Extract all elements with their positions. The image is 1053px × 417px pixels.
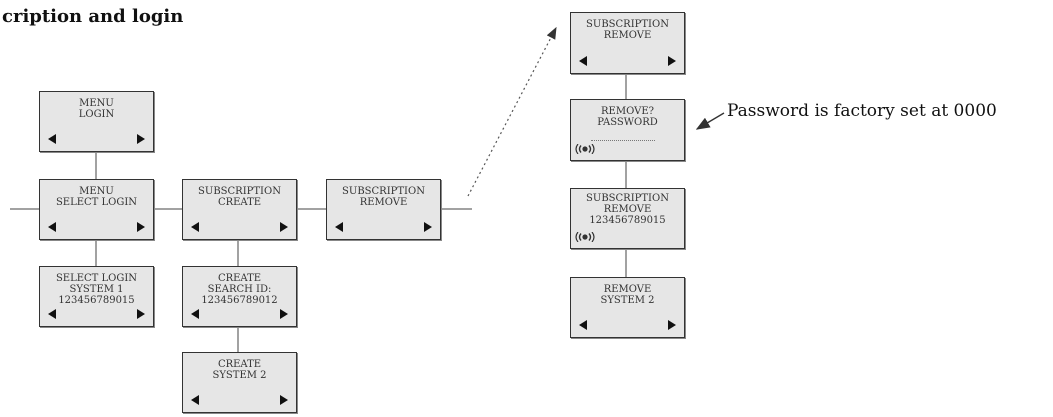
right-triangle-icon[interactable]: [137, 134, 145, 144]
right-triangle-icon[interactable]: [668, 320, 676, 330]
screen-text: MENU SELECT LOGIN: [40, 186, 153, 208]
screen-menu-login[interactable]: MENU LOGIN: [39, 91, 154, 152]
screen-line: REMOVE: [359, 197, 408, 208]
screen-text: SUBSCRIPTION REMOVE: [571, 19, 684, 41]
left-triangle-icon[interactable]: [191, 309, 199, 319]
screen-text: SUBSCRIPTION CREATE: [183, 186, 296, 208]
radio-signal-icon: [575, 232, 595, 242]
screen-line: CREATE: [217, 197, 262, 208]
screen-remove-password[interactable]: REMOVE? PASSWORD: [570, 99, 685, 161]
screen-text: CREATE SYSTEM 2: [183, 359, 296, 381]
screen-line: SUBSCRIPTION: [586, 19, 669, 30]
screen-line: 123456789015: [589, 215, 666, 226]
screen-subscription-remove-top[interactable]: SUBSCRIPTION REMOVE: [570, 12, 685, 74]
radio-signal-icon: [575, 144, 595, 154]
screen-line: LOGIN: [78, 109, 115, 120]
screen-create-search-id[interactable]: CREATE SEARCH ID: 123456789012: [182, 266, 297, 327]
password-note: Password is factory set at 0000: [727, 101, 997, 121]
left-triangle-icon[interactable]: [579, 56, 587, 66]
screen-line: SUBSCRIPTION: [198, 186, 281, 197]
screen-line: SYSTEM 1: [69, 284, 124, 295]
right-triangle-icon[interactable]: [137, 309, 145, 319]
screen-line: MENU: [79, 186, 114, 197]
screen-text: SUBSCRIPTION REMOVE 123456789015: [571, 193, 684, 226]
screen-create-system2[interactable]: CREATE SYSTEM 2: [182, 352, 297, 413]
left-triangle-icon[interactable]: [48, 134, 56, 144]
screen-line: PASSWORD: [597, 117, 658, 128]
screen-line: CREATE: [217, 359, 262, 370]
screen-subscription-create[interactable]: SUBSCRIPTION CREATE: [182, 179, 297, 240]
note-arrow: [695, 112, 725, 130]
screen-menu-select-login[interactable]: MENU SELECT LOGIN: [39, 179, 154, 240]
right-triangle-icon[interactable]: [137, 222, 145, 232]
screen-line: SELECT LOGIN: [55, 273, 138, 284]
left-triangle-icon[interactable]: [48, 309, 56, 319]
left-triangle-icon[interactable]: [48, 222, 56, 232]
screen-line: REMOVE: [603, 284, 652, 295]
screen-text: MENU LOGIN: [40, 98, 153, 120]
dotted-arrow: [467, 26, 557, 197]
right-triangle-icon[interactable]: [280, 309, 288, 319]
screen-subscription-remove[interactable]: SUBSCRIPTION REMOVE: [326, 179, 441, 240]
left-triangle-icon[interactable]: [335, 222, 343, 232]
right-triangle-icon[interactable]: [280, 222, 288, 232]
screen-remove-system2[interactable]: REMOVE SYSTEM 2: [570, 277, 685, 338]
screen-line: REMOVE: [603, 30, 652, 41]
screen-subscription-remove-id[interactable]: SUBSCRIPTION REMOVE 123456789015: [570, 188, 685, 249]
screen-line: SYSTEM 2: [600, 295, 655, 306]
left-triangle-icon[interactable]: [579, 320, 587, 330]
screen-line: 123456789012: [201, 295, 278, 306]
section-title: cription and login: [2, 6, 184, 27]
screen-text: SUBSCRIPTION REMOVE: [327, 186, 440, 208]
left-triangle-icon[interactable]: [191, 222, 199, 232]
screen-line: 123456789015: [58, 295, 135, 306]
screen-text: CREATE SEARCH ID: 123456789012: [183, 273, 296, 306]
screen-line: MENU: [79, 98, 114, 109]
screen-text: REMOVE? PASSWORD: [571, 106, 684, 128]
password-entry-field[interactable]: [591, 140, 655, 141]
screen-line: SELECT LOGIN: [55, 197, 138, 208]
screen-line: SUBSCRIPTION: [342, 186, 425, 197]
screen-line: SUBSCRIPTION: [586, 193, 669, 204]
right-triangle-icon[interactable]: [280, 395, 288, 405]
screen-line: CREATE: [217, 273, 262, 284]
screen-select-login-system1[interactable]: SELECT LOGIN SYSTEM 1 123456789015: [39, 266, 154, 327]
screen-line: REMOVE: [603, 204, 652, 215]
screen-text: SELECT LOGIN SYSTEM 1 123456789015: [40, 273, 153, 306]
left-triangle-icon[interactable]: [191, 395, 199, 405]
screen-line: SEARCH ID:: [207, 284, 272, 295]
screen-line: SYSTEM 2: [212, 370, 267, 381]
screen-line: REMOVE?: [601, 106, 654, 117]
right-triangle-icon[interactable]: [424, 222, 432, 232]
screen-text: REMOVE SYSTEM 2: [571, 284, 684, 306]
right-triangle-icon[interactable]: [668, 56, 676, 66]
